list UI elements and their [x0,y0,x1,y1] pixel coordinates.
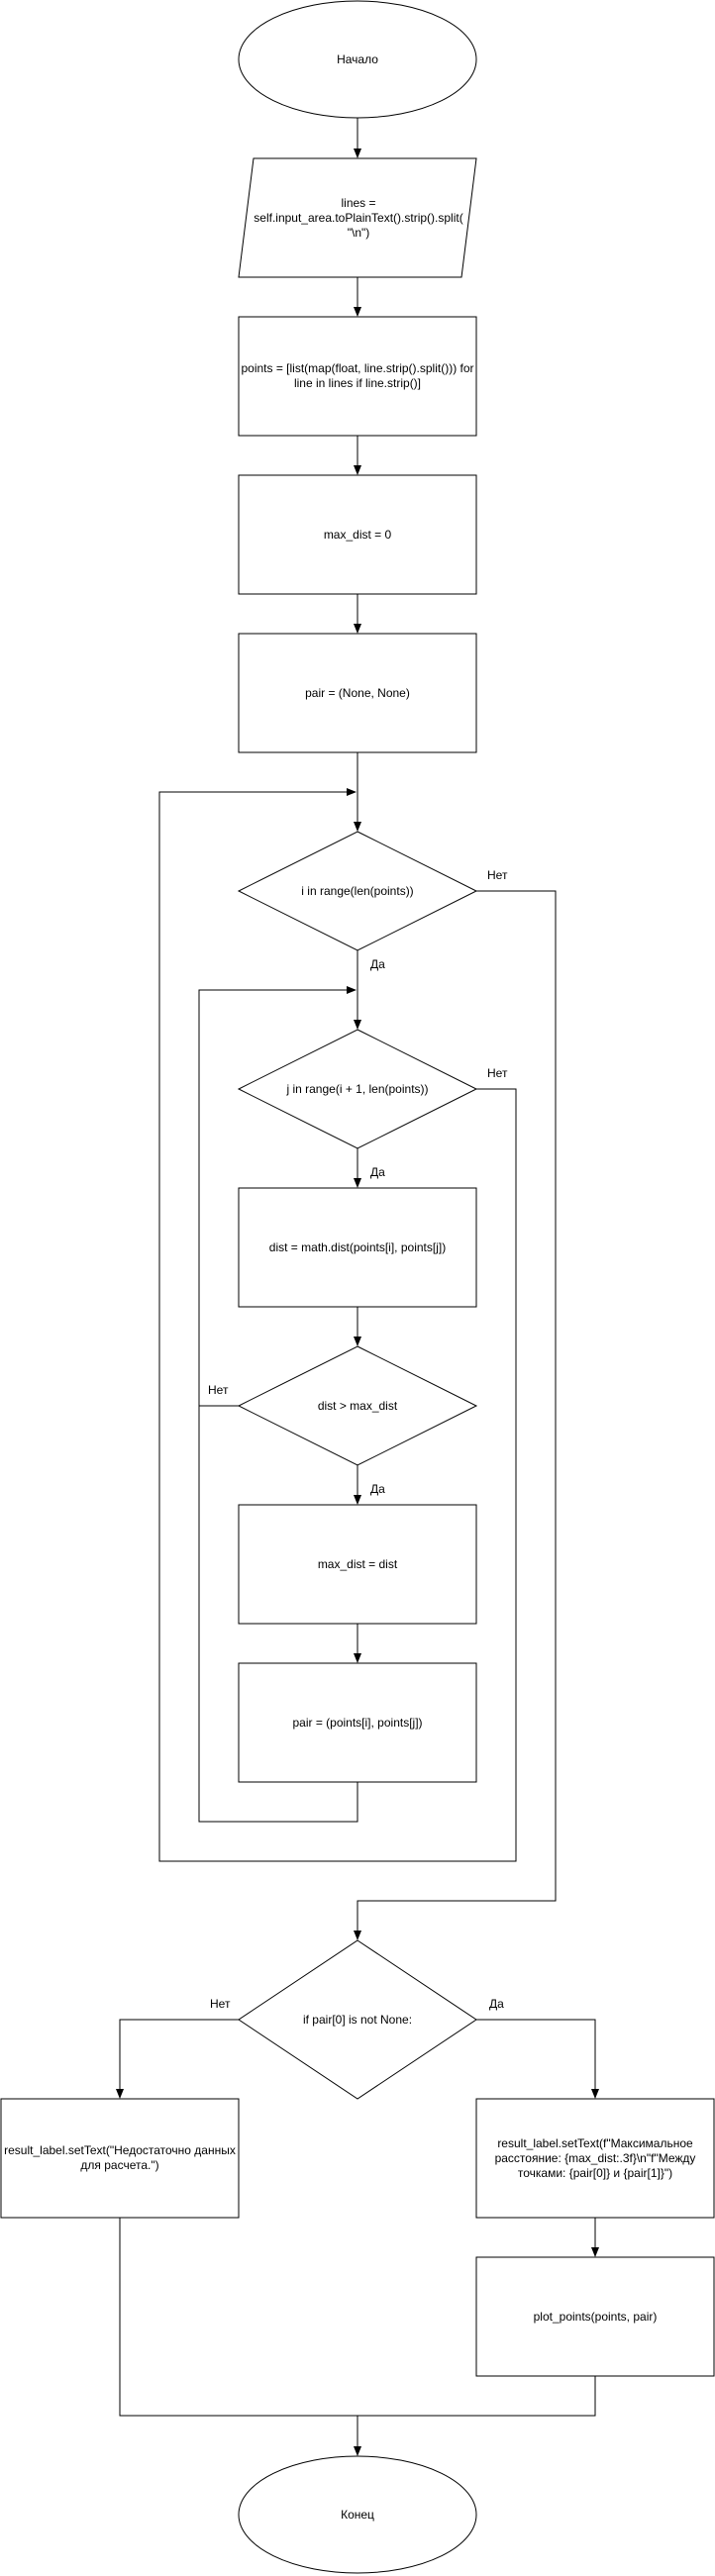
edge-loop-i-back [158,788,358,1862]
cond-dist-no-label: Нет [207,1383,230,1397]
init-max-box [238,474,477,595]
cond-pair-yes-label: Да [488,1997,505,2011]
edge-loop-j-back [198,986,358,1823]
set-pair-box [238,1662,477,1783]
start-label: Начало [337,51,378,66]
init-pair-box [238,633,477,753]
loop-j-label: j in range(i + 1, len(points)) [286,1081,429,1096]
loop-j-yes-label: Да [369,1165,386,1179]
end-ellipse [238,2455,477,2574]
edge-loop-i-no [354,890,557,1940]
loop-j-no-label: Нет [486,1066,509,1080]
loop-i-label: i in range(len(points)) [301,883,414,898]
parse-points-box [238,316,477,437]
loop-i-yes-label: Да [369,957,386,971]
result-no-label: result_label.setText("Недостаточно данны… [4,2143,236,2172]
result-yes-box [475,2098,715,2219]
input-parallelogram [238,157,477,278]
calc-dist-label: dist = math.dist(points[i], points[j]) [268,1239,447,1254]
edge-loop-j-no [358,1088,517,1862]
cond-dist-yes-label: Да [369,1482,386,1496]
plot-label: plot_points(points, pair) [533,2309,658,2324]
edge-no-merge [119,2218,358,2417]
init-pair-label: pair = (None, None) [305,685,410,700]
edge-cond-pair-no [116,2019,239,2099]
loop-i-no-label: Нет [486,868,509,882]
result-no-box [0,2098,240,2219]
edge-plot-merge [358,2376,596,2417]
end-label: Конец [341,2507,374,2522]
result-yes-label: result_label.setText(f"Максимальное расс… [494,2135,696,2180]
read-lines-label: lines = self.input_area.toPlainText().st… [254,195,463,240]
set-pair-label: pair = (points[i], points[j]) [292,1715,423,1730]
edge-cond-pair-yes [476,2019,599,2099]
calc-dist-box [238,1187,477,1308]
cond-dist-label: dist > max_dist [317,1398,398,1413]
set-max-box [238,1504,477,1625]
parse-points-label: points = [list(map(float, line.strip().s… [241,361,474,390]
cond-pair-no-label: Нет [209,1997,232,2011]
plot-box [475,2256,715,2377]
cond-pair-diamond [238,1939,477,2100]
set-max-label: max_dist = dist [317,1556,398,1571]
init-max-label: max_dist = 0 [323,527,392,542]
cond-pair-label: if pair[0] is not None: [302,2012,413,2027]
